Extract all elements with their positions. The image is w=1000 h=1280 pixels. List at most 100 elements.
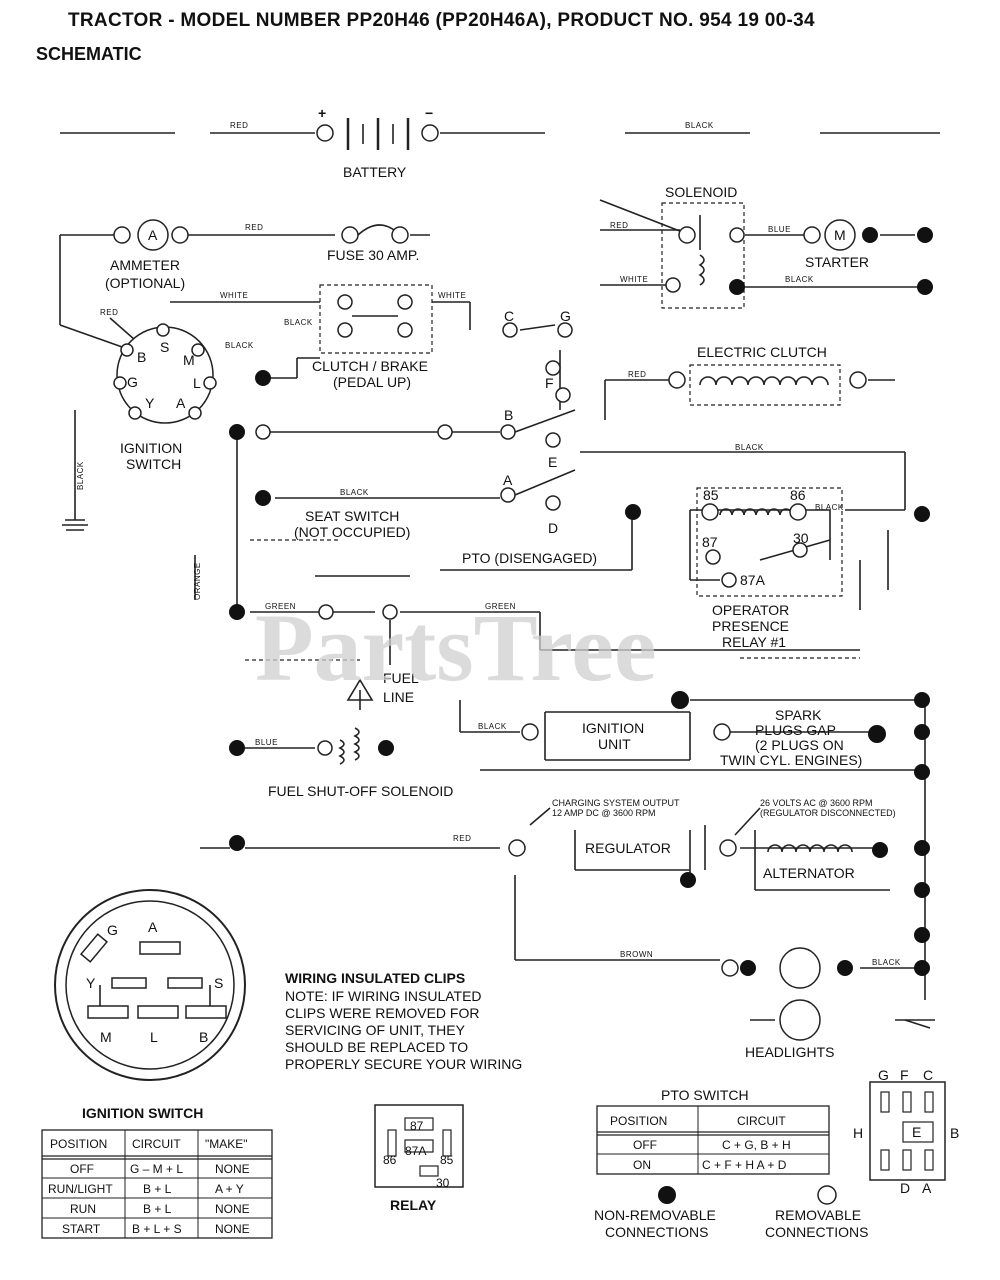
operator-relay-label-1: OPERATOR [712,602,789,618]
clutch-brake-label: CLUTCH / BRAKE [312,358,428,374]
relay-legend: 87 87A 86 85 30 RELAY [374,1104,464,1213]
spark-label-3: (2 PLUGS ON [755,737,844,753]
headlights: HEADLIGHTS [721,947,931,1060]
seat-switch-state: (NOT OCCUPIED) [294,524,410,540]
pto-detail-d: D [900,1180,910,1196]
wiring-note: WIRING INSULATED CLIPS NOTE: IF WIRING I… [285,970,522,1072]
green-wire-parts [229,604,398,620]
pto-detail-e: E [912,1124,921,1140]
ignition-switch-detail: G A Y S M L B [54,889,246,1081]
operator-relay-label-2: PRESENCE [712,618,789,634]
pto-detail-b: B [950,1125,959,1141]
wire-label-green: GREEN [485,602,516,611]
pto-cell: ON [633,1158,651,1172]
page-subtitle: SCHEMATIC [36,44,142,64]
wire-label-black: BLACK [478,722,507,731]
wire-label-black: BLACK [76,461,85,490]
pto-detail-g: G [878,1067,889,1083]
wire-label-white: WHITE [438,291,466,300]
seat-switch-label: SEAT SWITCH [305,508,399,524]
ign-cell: G – M + L [130,1162,183,1176]
ammeter-label: AMMETER [110,257,180,273]
spark-label-1: SPARK [775,707,822,723]
ammeter-symbol: A [148,227,158,243]
pto-term-b: B [504,407,513,423]
ign-term-m: M [183,352,195,368]
legend-removable-2: CONNECTIONS [765,1224,868,1240]
relay-legend-title: RELAY [390,1197,437,1213]
wire-label-white: WHITE [620,275,648,284]
starter-symbol: M [834,227,846,243]
note-line-2: CLIPS WERE REMOVED FOR [285,1005,479,1021]
seat-switch: SEAT SWITCH (NOT OCCUPIED) [255,490,410,540]
regulator-label: REGULATOR [585,840,671,856]
ign-cell: B + L [143,1182,172,1196]
wire-label-black: BLACK [340,488,369,497]
relay-term-85: 85 [703,487,719,503]
pto-term-c: C [504,308,514,324]
watermark: PartsTree [255,594,657,701]
ign-cell: NONE [215,1162,250,1176]
ign-term-g: G [127,374,138,390]
ign-cell: RUN/LIGHT [48,1182,113,1196]
pto-term-e: E [548,454,557,470]
ign-detail-m: M [100,1029,112,1045]
clutch-brake-state: (PEDAL UP) [333,374,411,390]
wire-label-white: WHITE [220,291,248,300]
ign-th-circuit: CIRCUIT [132,1137,181,1151]
connection-legend: NON-REMOVABLE CONNECTIONS REMOVABLE CONN… [594,1185,868,1240]
pto-detail-c: C [923,1067,933,1083]
fuel-label: FUEL [383,670,419,686]
wire-label-black: BLACK [284,318,313,327]
note-line-4: SHOULD BE REPLACED TO [285,1039,468,1055]
wire-label-black: BLACK [735,443,764,452]
fuel-shutoff-solenoid: FUEL SHUT-OFF SOLENOID [229,727,453,799]
battery-label: BATTERY [343,164,407,180]
note-line-3: SERVICING OF UNIT, THEY [285,1022,466,1038]
operator-presence-relay: 85 86 87 30 87A OPERATOR PRESENCE RELAY … [696,487,930,650]
legend-nonremovable-2: CONNECTIONS [605,1224,708,1240]
ign-table-title: IGNITION SWITCH [82,1105,203,1121]
relay-leg-30: 30 [436,1176,450,1190]
ignition-switch-label: IGNITION [120,440,182,456]
fuel-line-label: LINE [383,689,414,705]
pto-th-circuit: CIRCUIT [737,1114,786,1128]
ignition-unit-label-1: IGNITION [582,720,644,736]
ign-cell: B + L [143,1202,172,1216]
wire-label-red: RED [453,834,471,843]
legend-nonremovable-1: NON-REMOVABLE [594,1207,716,1223]
ign-detail-g: G [107,922,118,938]
pto-term-f: F [545,375,554,391]
ign-detail-l: L [150,1029,158,1045]
ignition-switch-table: IGNITION SWITCH POSITION CIRCUIT "MAKE" … [41,1105,273,1239]
pto-switch-table: PTO SWITCH POSITION CIRCUIT OFF C + G, B… [596,1087,830,1175]
pto-detail-a: A [922,1180,932,1196]
ign-cell: OFF [70,1162,94,1176]
note-line-1: NOTE: IF WIRING INSULATED [285,988,482,1004]
battery-plus-label: + [318,105,326,121]
wire-label-black: BLACK [872,958,901,967]
wire-label-red: RED [628,370,646,379]
solenoid-label: SOLENOID [665,184,737,200]
wire-label-green: GREEN [265,602,296,611]
ign-term-s: S [160,339,169,355]
clutch-brake-switch: CLUTCH / BRAKE (PEDAL UP) [255,284,433,390]
solenoid: SOLENOID [661,184,745,309]
ign-cell: B + L + S [132,1222,182,1236]
ign-term-l: L [193,375,201,391]
ign-cell: NONE [215,1202,250,1216]
ac-note-2: (REGULATOR DISCONNECTED) [760,808,896,818]
relay-term-30: 30 [793,530,809,546]
alternator-label: ALTERNATOR [763,865,855,881]
wire-label-black: BLACK [785,275,814,284]
wire-label-brown: BROWN [620,950,653,959]
battery: + − BATTERY [316,105,439,180]
headlights-label: HEADLIGHTS [745,1044,834,1060]
pto-term-a: A [503,472,513,488]
pto-detail-h: H [853,1125,863,1141]
pto-detail-f: F [900,1067,909,1083]
starter: M STARTER [803,219,933,295]
pto-switch-detail: G F C H E B D A [853,1067,959,1196]
ign-term-b: B [137,349,146,365]
